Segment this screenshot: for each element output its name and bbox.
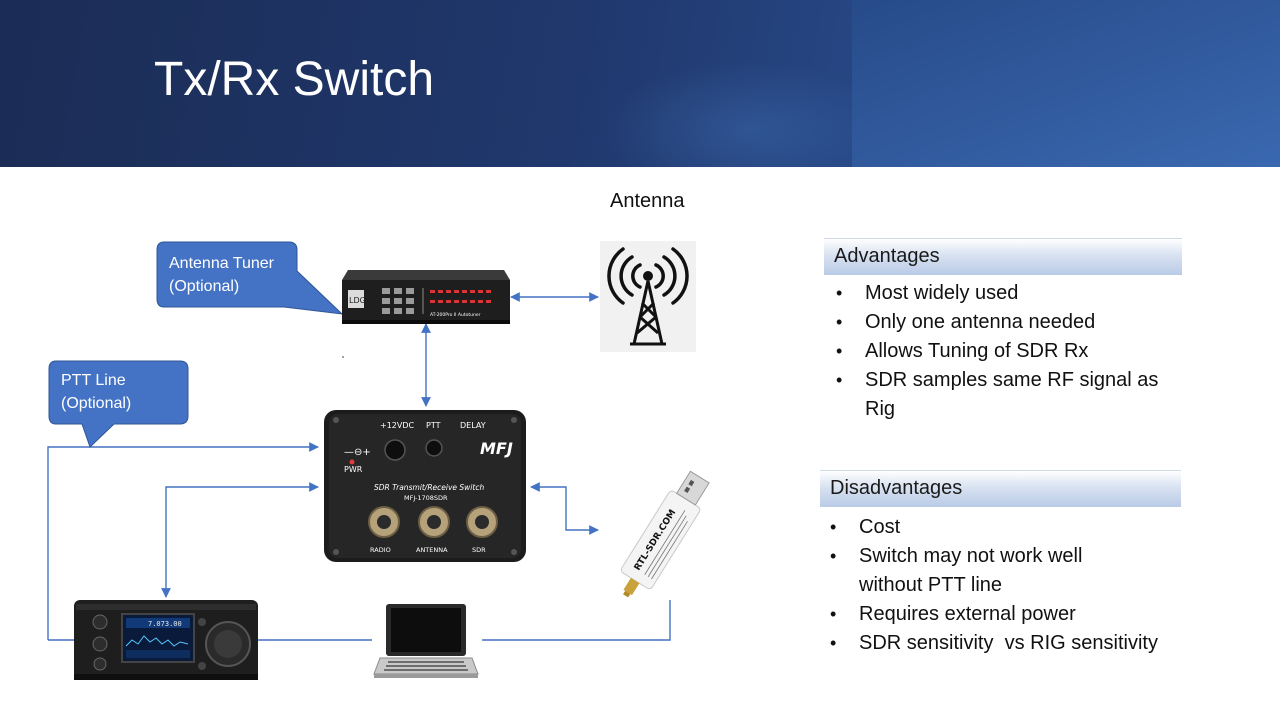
switch-power-label: +12VDC — [380, 421, 415, 430]
advantages-list: Most widely used Only one antenna needed… — [826, 279, 1186, 424]
ptt-callout: PTT Line (Optional) — [48, 360, 190, 450]
tx-rx-switch-device: +12VDC PTT DELAY —⊖+ PWR MFJ SDR Transmi… — [324, 410, 526, 562]
ptt-callout-line2: (Optional) — [61, 395, 132, 412]
list-item: Allows Tuning of SDR Rx — [826, 337, 1186, 366]
title-banner — [0, 0, 1280, 167]
radio-transceiver-device: 7.073.00 — [74, 600, 258, 680]
antenna-label: Antenna — [610, 190, 685, 212]
antenna-tuner-device: LDG AT-200Pro II Autotuner — [342, 270, 510, 324]
banner-right-panel — [852, 0, 1280, 167]
switch-name-label: SDR Transmit/Receive Switch — [374, 483, 484, 492]
disadvantages-heading: Disadvantages — [820, 470, 1181, 507]
disadvantages-heading-text: Disadvantages — [830, 477, 963, 499]
tuner-callout-line1: Antenna Tuner — [169, 255, 274, 272]
ptt-callout-line1: PTT Line — [61, 372, 126, 389]
advantages-heading-text: Advantages — [834, 245, 940, 267]
switch-model-label: MFJ-1708SDR — [404, 494, 448, 502]
tuner-callout-line2: (Optional) — [169, 278, 240, 295]
svg-text:—⊖+: —⊖+ — [344, 447, 371, 458]
switch-delay-label: DELAY — [460, 421, 486, 430]
svg-text:7.073.00: 7.073.00 — [148, 620, 182, 628]
switch-brand-label: MFJ — [480, 439, 513, 458]
switch-ptt-label: PTT — [426, 421, 441, 430]
switch-pwr-label: PWR — [344, 465, 363, 474]
list-item: Most widely used — [826, 279, 1186, 308]
banner-glow — [600, 60, 900, 167]
antenna-tower-icon — [600, 241, 696, 352]
advantages-heading: Advantages — [824, 238, 1182, 275]
ptt-line — [47, 442, 319, 640]
laptop-device — [373, 604, 479, 678]
sdr-dongle-device: RTL-SDR.COM — [620, 470, 710, 598]
list-item: Only one antenna needed — [826, 308, 1186, 337]
list-item: Cost — [820, 513, 1200, 542]
list-item: SDR sensitivity vs RIG sensitivity — [820, 629, 1200, 658]
switch-sdr-link — [530, 482, 599, 535]
switch-radio-link — [161, 482, 319, 598]
slide-title: Tx/Rx Switch — [154, 53, 435, 106]
tuner-model-label: AT-200Pro II Autotuner — [430, 312, 481, 318]
list-item: Requires external power — [820, 600, 1200, 629]
switch-port-radio: RADIO — [370, 546, 391, 554]
switch-port-sdr: SDR — [472, 546, 486, 554]
tuner-callout: Antenna Tuner (Optional) — [156, 241, 346, 315]
laptop-sdr-link — [482, 600, 671, 641]
tuner-brand-label: LDG — [349, 296, 366, 305]
switch-port-antenna: ANTENNA — [416, 546, 448, 554]
